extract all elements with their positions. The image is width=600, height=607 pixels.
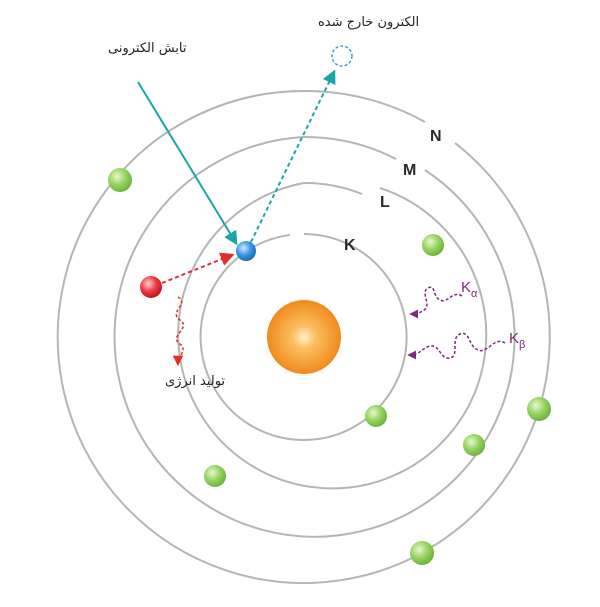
k-alpha-main: K: [461, 279, 471, 296]
k-beta-label: Kβ: [509, 330, 525, 351]
electron-l-bottom-left: [204, 465, 226, 487]
shell-label-k: K: [344, 237, 356, 254]
energy-production-label: تولید انرژی: [165, 374, 225, 389]
vacancy-electron: [236, 241, 256, 261]
electron-l-right: [422, 234, 444, 256]
electron-n-right: [527, 397, 551, 421]
ejected-electron-ghost: [331, 45, 353, 67]
shell-l: [177, 181, 488, 490]
k-alpha-label: Kα: [461, 279, 478, 300]
shell-label-n: N: [430, 128, 442, 145]
shell-k: [199, 233, 408, 441]
nucleus: [267, 300, 341, 374]
incident-beam-label: تابش الکترونی: [108, 41, 187, 56]
ejected-electron-path: [250, 69, 336, 243]
energy-production-wave: [172, 296, 185, 367]
incident-beam-arrow: [137, 81, 238, 246]
k-beta-sub: β: [519, 339, 525, 351]
electron-k-bottom: [365, 405, 387, 427]
transition-arrow: [161, 252, 235, 284]
k-beta-wave: [407, 332, 506, 360]
electron-n-left: [108, 168, 132, 192]
shell-label-l: L: [380, 194, 390, 211]
k-alpha-sub: α: [471, 288, 478, 300]
shell-m: [113, 135, 516, 538]
k-beta-main: K: [509, 330, 519, 347]
electron-m-right: [463, 434, 485, 456]
electron-n-bottom: [410, 541, 434, 565]
k-alpha-wave: [409, 286, 463, 319]
ejected-electron-label: الکترون خارج شده: [318, 15, 419, 30]
transitioning-electron: [140, 276, 162, 298]
shell-label-m: M: [403, 162, 416, 179]
